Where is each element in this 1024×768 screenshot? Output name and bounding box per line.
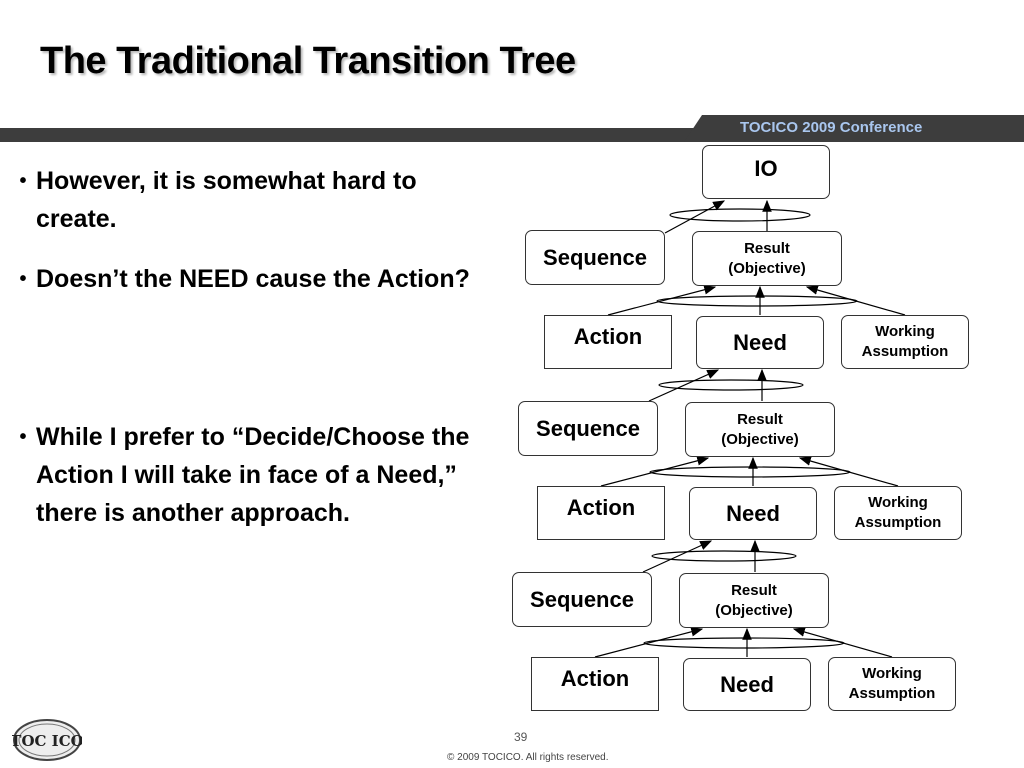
sequence-box-2-label: Sequence — [536, 415, 640, 441]
header-tab — [684, 115, 1024, 142]
and-connector-ellipse — [658, 379, 804, 391]
sequence-box-3: Sequence — [512, 572, 652, 627]
action-to-result-arrow — [600, 456, 710, 487]
need-box-1-label: Need — [733, 329, 787, 355]
bullet-text: However, it is somewhat hard to create. — [36, 167, 417, 233]
action-box-3-label: Action — [560, 666, 630, 691]
need-box-1: Need — [696, 316, 824, 369]
assumption-to-result-arrow — [798, 456, 899, 487]
and-connector-ellipse — [649, 466, 851, 478]
result-box-1-label: Result(Objective) — [728, 239, 806, 277]
and-connector-ellipse — [643, 637, 845, 649]
need-box-2: Need — [689, 487, 817, 540]
result-box-3-label: Result(Objective) — [715, 581, 793, 619]
bullet-text: Doesn’t the NEED cause the Action? — [36, 265, 470, 293]
action-box-1-label: Action — [573, 324, 643, 349]
bullet-text: While I prefer to “Decide/Choose the Act… — [36, 423, 470, 527]
bullet-item: • However, it is somewhat hard to create… — [10, 162, 456, 238]
sequence-to-need-arrow — [642, 540, 713, 573]
assumption-to-result-arrow — [792, 627, 893, 658]
need-box-3: Need — [683, 658, 811, 711]
bullet-item: • While I prefer to “Decide/Choose the A… — [10, 418, 511, 532]
copyright-text: © 2009 TOCICO. All rights reserved. — [447, 752, 609, 763]
sequence-to-io-arrow — [664, 200, 726, 234]
io-box-label: IO — [754, 156, 778, 181]
need-box-3-label: Need — [720, 671, 774, 697]
assumption-to-result-arrow — [805, 285, 906, 316]
action-to-result-arrow — [607, 285, 717, 316]
tocico-logo: TOC ICO — [12, 719, 82, 761]
action-box-1: Action — [544, 315, 672, 369]
sequence-box-3-label: Sequence — [530, 586, 634, 612]
action-to-result-arrow — [594, 627, 704, 658]
result-box-2: Result(Objective) — [685, 402, 835, 457]
bullet-item: • Doesn’t the NEED cause the Action? — [10, 260, 506, 298]
result-box-2-label: Result(Objective) — [721, 410, 799, 448]
need-box-2-label: Need — [726, 500, 780, 526]
action-box-3: Action — [531, 657, 659, 711]
and-connector-ellipse — [651, 550, 797, 562]
bullet-dot-icon: • — [19, 170, 27, 192]
action-box-2-label: Action — [566, 495, 636, 520]
action-box-2: Action — [537, 486, 665, 540]
sequence-box-2: Sequence — [518, 401, 658, 456]
sequence-box-1-label: Sequence — [543, 244, 647, 270]
result-box-1: Result(Objective) — [692, 231, 842, 286]
sequence-box-1: Sequence — [525, 230, 665, 285]
result-box-3: Result(Objective) — [679, 573, 829, 628]
bullet-dot-icon: • — [19, 268, 27, 290]
sequence-to-need-arrow — [648, 369, 720, 402]
and-connector-ellipse — [656, 295, 858, 307]
conference-banner: TOCICO 2009 Conference — [740, 119, 923, 136]
logo-text: TOC ICO — [12, 732, 82, 750]
bullet-dot-icon: • — [19, 426, 27, 448]
page-number: 39 — [514, 730, 528, 744]
slide-title: The Traditional Transition Tree — [40, 40, 576, 82]
and-connector-ellipse — [669, 208, 811, 222]
io-box: IO — [702, 145, 830, 199]
